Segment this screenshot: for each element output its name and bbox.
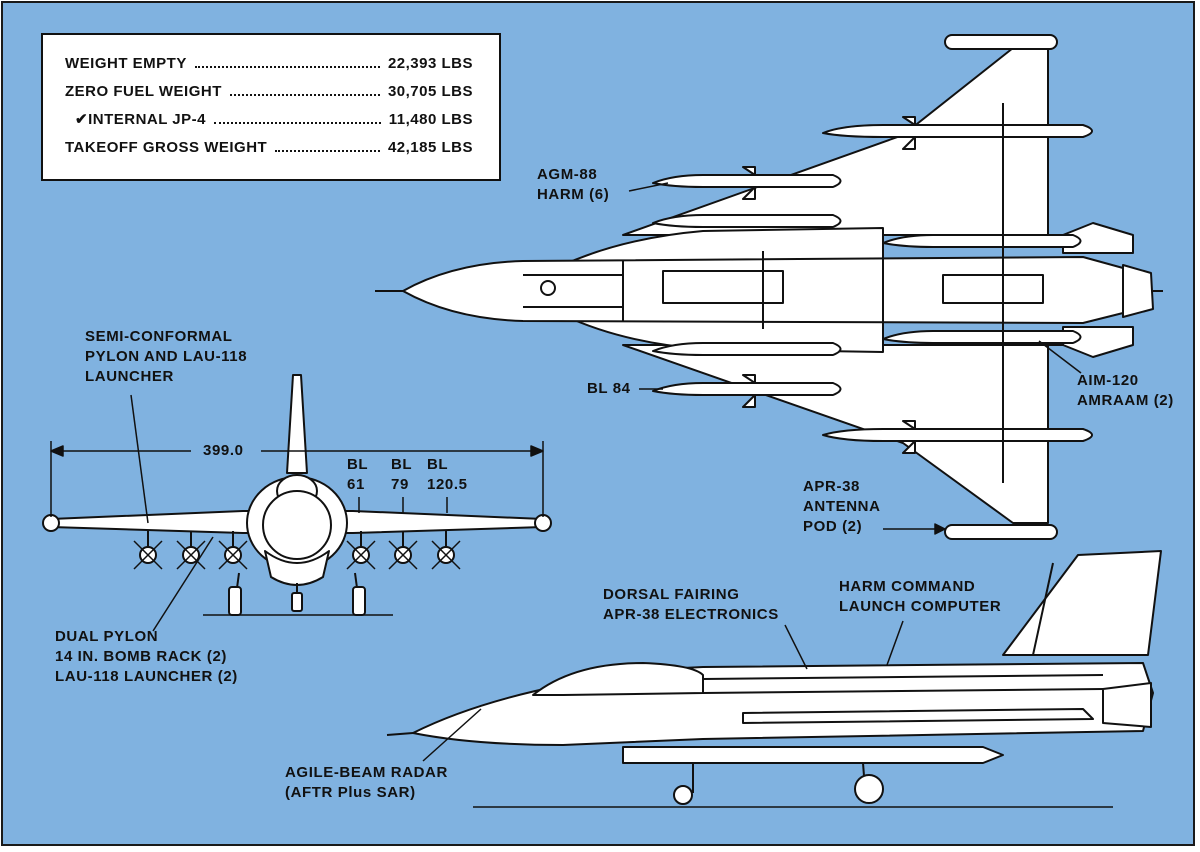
semi-conformal-pylon-label: SEMI-CONFORMAL PYLON AND LAU-118 LAUNCHE… xyxy=(85,328,248,385)
apr38-antenna-pod-label: APR-38 ANTENNA POD (2) xyxy=(803,478,881,535)
span-dimension-label: 399.0 xyxy=(199,441,248,461)
bl84-label: BL 84 xyxy=(587,380,631,397)
bl79-label: BL 79 xyxy=(391,456,413,493)
weight-row: ZERO FUEL WEIGHT 30,705 LBS xyxy=(65,79,473,103)
dual-pylon-label: DUAL PYLON 14 IN. BOMB RACK (2) LAU-118 … xyxy=(55,628,238,685)
aircraft-drawings xyxy=(42,34,1163,808)
weight-row: WEIGHT EMPTY 22,393 LBS xyxy=(65,51,473,75)
dorsal-fairing-label: DORSAL FAIRING APR-38 ELECTRONICS xyxy=(603,586,779,623)
leader-lines xyxy=(50,182,1082,762)
weight-label: ZERO FUEL WEIGHT xyxy=(65,82,222,100)
weight-value: 30,705 LBS xyxy=(387,82,473,100)
agile-beam-radar-label: AGILE-BEAM RADAR (AFTR Plus SAR) xyxy=(285,764,448,801)
dot-leader xyxy=(194,66,380,68)
dot-leader xyxy=(229,94,380,96)
weight-value: 22,393 LBS xyxy=(387,54,473,72)
weight-value: 11,480 LBS xyxy=(388,110,473,128)
harm-command-computer-label: HARM COMMAND LAUNCH COMPUTER xyxy=(839,578,1002,615)
bl120-label: BL 120.5 xyxy=(427,456,468,493)
agm88-harm-label: AGM-88 HARM (6) xyxy=(537,166,610,203)
top-view-aircraft xyxy=(375,34,1163,540)
weight-row: TAKEOFF GROSS WEIGHT 42,185 LBS xyxy=(65,135,473,159)
bl61-label: BL 61 xyxy=(347,456,369,493)
weight-value: 42,185 LBS xyxy=(387,138,473,156)
dot-leader xyxy=(275,150,380,152)
aim120-amraam-label: AIM-120 AMRAAM (2) xyxy=(1077,372,1174,409)
dot-leader xyxy=(213,122,381,124)
weight-label: WEIGHT EMPTY xyxy=(65,54,187,72)
weights-table: WEIGHT EMPTY 22,393 LBS ZERO FUEL WEIGHT… xyxy=(41,33,501,181)
weight-label: TAKEOFF GROSS WEIGHT xyxy=(65,138,268,156)
weight-row: ✔INTERNAL JP-4 11,480 LBS xyxy=(65,107,473,131)
weight-label: ✔INTERNAL JP-4 xyxy=(75,111,206,128)
front-view-aircraft xyxy=(42,374,552,616)
side-view-aircraft xyxy=(386,550,1162,808)
